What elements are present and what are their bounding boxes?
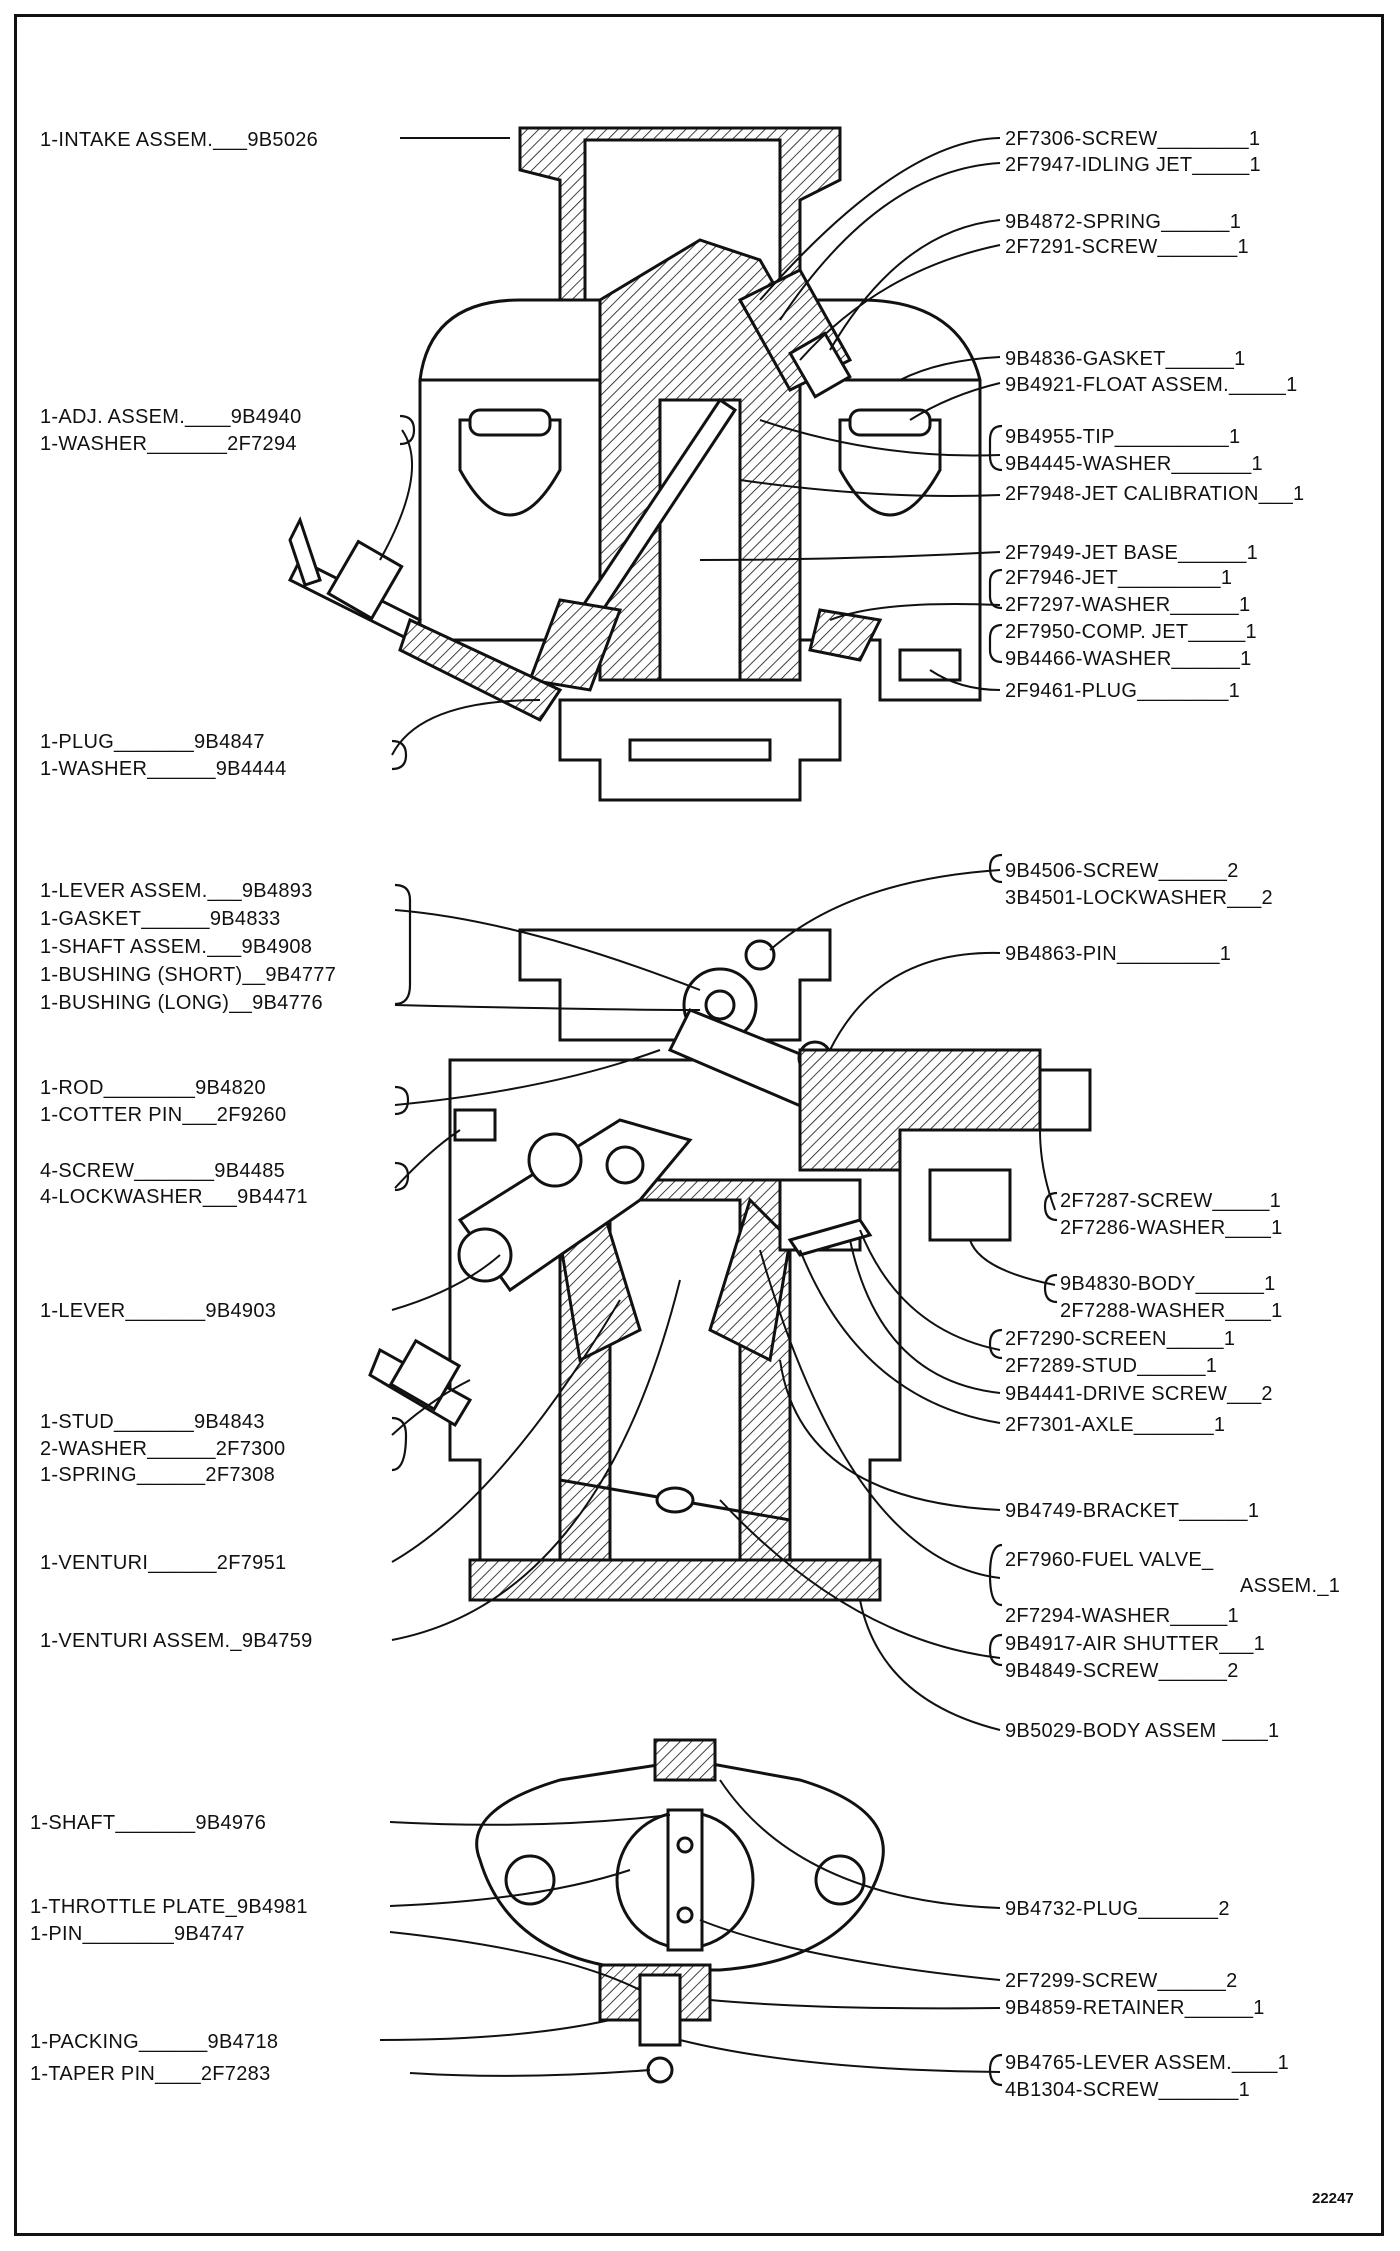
label-gasket-9b4833: 1-GASKET______9B4833 bbox=[40, 908, 281, 930]
label-9b4859-retainer: 9B4859-RETAINER______1 bbox=[1005, 1997, 1265, 2019]
label-2f7960-fuel-valve: 2F7960-FUEL VALVE_ bbox=[1005, 1549, 1214, 1571]
label-throttle-plate: 1-THROTTLE PLATE_9B4981 bbox=[30, 1896, 308, 1918]
label-braces bbox=[391, 414, 1058, 2087]
label-2f7948-jet-calibration: 2F7948-JET CALIBRATION___1 bbox=[1005, 483, 1304, 505]
label-stud-9b4843: 1-STUD_______9B4843 bbox=[40, 1411, 265, 1433]
figure-number: 22247 bbox=[1312, 2190, 1354, 2207]
label-2f7299-screw: 2F7299-SCREW______2 bbox=[1005, 1970, 1238, 1992]
label-screw-9b4485: 4-SCREW_______9B4485 bbox=[40, 1160, 285, 1182]
label-9b4921-float-assem: 9B4921-FLOAT ASSEM._____1 bbox=[1005, 374, 1298, 396]
label-washer-9b4444: 1-WASHER______9B4444 bbox=[40, 758, 287, 780]
label-lockwasher-9b4471: 4-LOCKWASHER___9B4471 bbox=[40, 1186, 308, 1208]
label-washer-2f7300: 2-WASHER______2F7300 bbox=[40, 1438, 285, 1460]
label-2f7947-idling-jet: 2F7947-IDLING JET_____1 bbox=[1005, 154, 1261, 176]
label-washer-2f7294: 1-WASHER_______2F7294 bbox=[40, 433, 297, 455]
label-4b1304-screw: 4B1304-SCREW_______1 bbox=[1005, 2079, 1250, 2101]
label-shaft-9b4976: 1-SHAFT_______9B4976 bbox=[30, 1812, 266, 1834]
label-2f7289-stud: 2F7289-STUD______1 bbox=[1005, 1355, 1217, 1377]
label-9b4849-screw: 9B4849-SCREW______2 bbox=[1005, 1660, 1239, 1682]
label-9b4917-air-shutter: 9B4917-AIR SHUTTER___1 bbox=[1005, 1633, 1265, 1655]
label-9b4749-bracket: 9B4749-BRACKET______1 bbox=[1005, 1500, 1259, 1522]
label-2f7946-jet: 2F7946-JET_________1 bbox=[1005, 567, 1232, 589]
label-9b4955-tip: 9B4955-TIP__________1 bbox=[1005, 426, 1240, 448]
label-2f7297-washer: 2F7297-WASHER______1 bbox=[1005, 594, 1250, 616]
label-9b4830-body: 9B4830-BODY______1 bbox=[1060, 1273, 1276, 1295]
label-plug-9b4847: 1-PLUG_______9B4847 bbox=[40, 731, 265, 753]
middle-right-labels: 9B4506-SCREW______2 3B4501-LOCKWASHER___… bbox=[1005, 860, 1340, 1742]
label-2f7288-washer: 2F7288-WASHER____1 bbox=[1060, 1300, 1283, 1322]
lower-right-labels: 9B4732-PLUG_______2 2F7299-SCREW______2 … bbox=[1005, 1898, 1289, 2101]
label-rod-9b4820: 1-ROD________9B4820 bbox=[40, 1077, 266, 1099]
label-9b4863-pin: 9B4863-PIN_________1 bbox=[1005, 943, 1231, 965]
upper-right-labels: 2F7306-SCREW________1 2F7947-IDLING JET_… bbox=[1005, 128, 1304, 702]
label-2f7306-screw: 2F7306-SCREW________1 bbox=[1005, 128, 1260, 150]
label-2f7949-jet-base: 2F7949-JET BASE______1 bbox=[1005, 542, 1258, 564]
label-lever-assem-9b4893: 1-LEVER ASSEM.___9B4893 bbox=[40, 880, 313, 902]
label-bushing-long: 1-BUSHING (LONG)__9B4776 bbox=[40, 992, 323, 1014]
label-9b4836-gasket: 9B4836-GASKET______1 bbox=[1005, 348, 1246, 370]
label-2f7294-washer: 2F7294-WASHER_____1 bbox=[1005, 1605, 1239, 1627]
label-9b4441-drive-screw: 9B4441-DRIVE SCREW___2 bbox=[1005, 1383, 1273, 1405]
upper-section-drawing bbox=[287, 126, 982, 802]
label-venturi-2f7951: 1-VENTURI______2F7951 bbox=[40, 1552, 286, 1574]
label-fuel-valve-assem: ASSEM._1 bbox=[1240, 1575, 1340, 1597]
label-2f7291-screw: 2F7291-SCREW_______1 bbox=[1005, 236, 1249, 258]
page-border bbox=[14, 14, 1384, 2236]
upper-left-labels: 1-INTAKE ASSEM.___9B5026 1-ADJ. ASSEM.__… bbox=[40, 129, 318, 780]
label-2f7287-screw: 2F7287-SCREW_____1 bbox=[1060, 1190, 1281, 1212]
label-2f7290-screen: 2F7290-SCREEN_____1 bbox=[1005, 1328, 1235, 1350]
label-taper-pin: 1-TAPER PIN____2F7283 bbox=[30, 2063, 271, 2085]
label-2f9461-plug: 2F9461-PLUG________1 bbox=[1005, 680, 1240, 702]
label-9b4732-plug: 9B4732-PLUG_______2 bbox=[1005, 1898, 1230, 1920]
label-pin-9b4747: 1-PIN________9B4747 bbox=[30, 1923, 245, 1945]
lower-left-labels: 1-SHAFT_______9B4976 1-THROTTLE PLATE_9B… bbox=[30, 1812, 308, 2085]
label-9b4872-spring: 9B4872-SPRING______1 bbox=[1005, 211, 1241, 233]
label-adj-assem: 1-ADJ. ASSEM.____9B4940 bbox=[40, 406, 302, 428]
label-intake-assem: 1-INTAKE ASSEM.___9B5026 bbox=[40, 129, 318, 151]
label-9b4506-screw: 9B4506-SCREW______2 bbox=[1005, 860, 1239, 882]
label-2f7286-washer: 2F7286-WASHER____1 bbox=[1060, 1217, 1283, 1239]
middle-left-labels: 1-LEVER ASSEM.___9B4893 1-GASKET______9B… bbox=[40, 880, 336, 1652]
label-bushing-short: 1-BUSHING (SHORT)__9B4777 bbox=[40, 964, 336, 986]
label-9b4466-washer: 9B4466-WASHER______1 bbox=[1005, 648, 1252, 670]
lower-throttle-drawing bbox=[475, 1738, 885, 2084]
middle-section-drawing bbox=[368, 928, 1092, 1602]
label-spring-2f7308: 1-SPRING______2F7308 bbox=[40, 1464, 275, 1486]
leader-lines bbox=[379, 137, 1056, 2077]
label-3b4501-lockwasher: 3B4501-LOCKWASHER___2 bbox=[1005, 887, 1273, 909]
label-lever-9b4903: 1-LEVER_______9B4903 bbox=[40, 1300, 276, 1322]
label-shaft-assem-9b4908: 1-SHAFT ASSEM.___9B4908 bbox=[40, 936, 312, 958]
label-9b4445-washer: 9B4445-WASHER_______1 bbox=[1005, 453, 1263, 475]
label-venturi-assem: 1-VENTURI ASSEM._9B4759 bbox=[40, 1630, 313, 1652]
label-2f7301-axle: 2F7301-AXLE_______1 bbox=[1005, 1414, 1225, 1436]
label-9b5029-body-assem: 9B5029-BODY ASSEM ____1 bbox=[1005, 1720, 1279, 1742]
label-packing-9b4718: 1-PACKING______9B4718 bbox=[30, 2031, 278, 2053]
label-2f7950-comp-jet: 2F7950-COMP. JET_____1 bbox=[1005, 621, 1257, 643]
label-9b4765-lever-assem: 9B4765-LEVER ASSEM.____1 bbox=[1005, 2052, 1289, 2074]
label-cotter-pin: 1-COTTER PIN___2F9260 bbox=[40, 1104, 286, 1126]
